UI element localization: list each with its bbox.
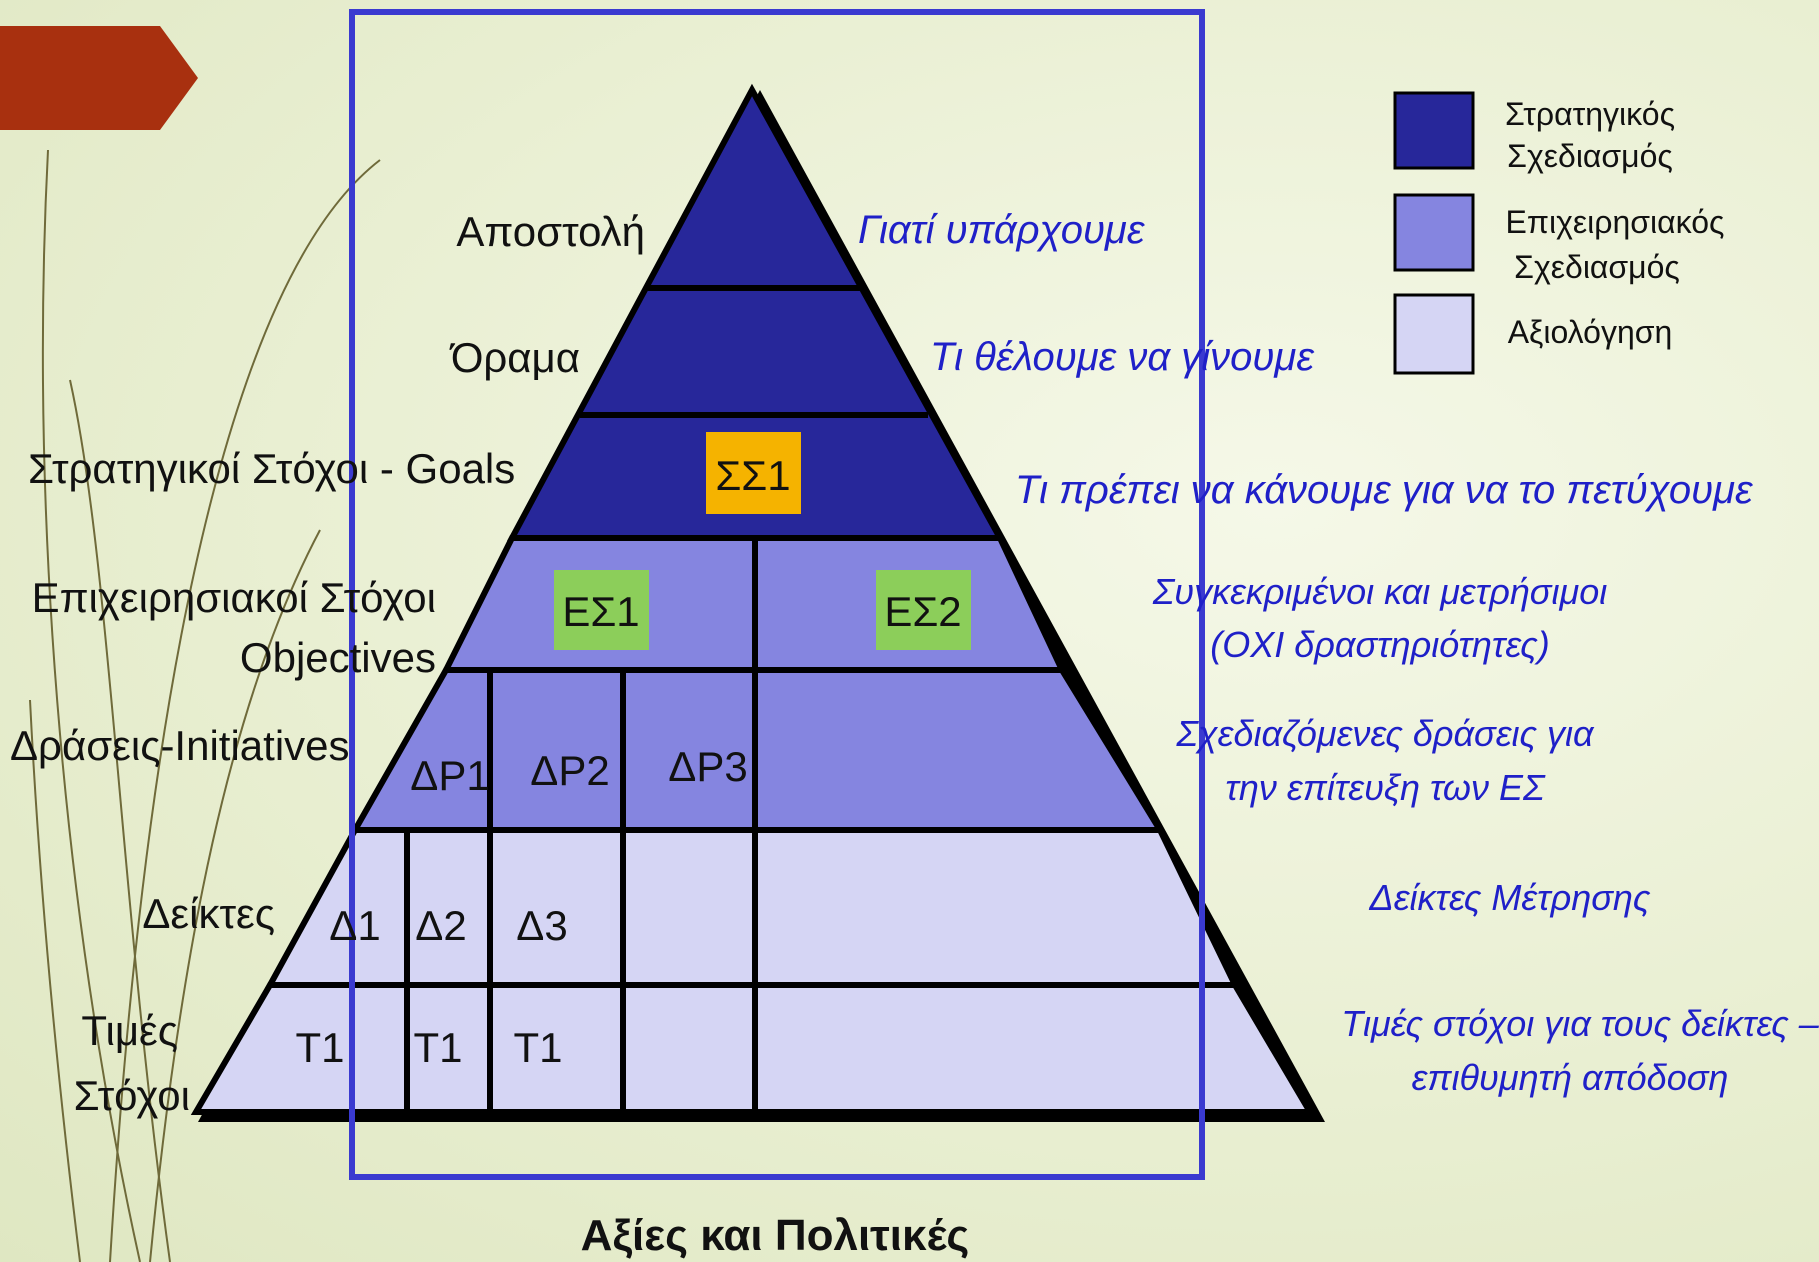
legend-strategic-line1: Στρατηγικός (1505, 96, 1675, 132)
background-curves (29, 149, 381, 1262)
right-desc-mission: Γιατί υπάρχουμε (858, 208, 1146, 252)
right-desc-indicators: Δείκτες Μέτρησης (1369, 877, 1651, 918)
initiative-3-label: ΔΡ3 (668, 743, 747, 790)
initiative-1-label: ΔΡ1 (410, 752, 489, 799)
left-label-targets-line1: Τιμές (81, 1007, 178, 1054)
left-label-initiatives: Δράσεις-Initiatives (10, 722, 350, 769)
bottom-label-values-policies: Αξίες και Πολιτικές (581, 1211, 970, 1260)
right-desc-objectives-line2: (ΟΧΙ δραστηριότητες) (1210, 624, 1549, 665)
indicator-3-label: Δ3 (516, 902, 567, 949)
left-label-objectives-line1: Επιχειρησιακοί Στόχοι (32, 574, 436, 621)
right-desc-strategic-goals: Τι πρέπει να κάνουμε για να το πετύχουμε (1015, 468, 1754, 512)
legend-evaluation-line1: Αξιολόγηση (1508, 314, 1673, 350)
curve-2 (69, 379, 171, 1262)
right-desc-initiatives-line2: την επίτευξη των ΕΣ (1225, 767, 1546, 808)
goal-badge-label: ΣΣ1 (715, 452, 790, 499)
left-label-objectives-line2: Objectives (240, 634, 436, 681)
curve-3 (109, 159, 381, 1262)
target-3-label: Τ1 (513, 1024, 562, 1071)
curve-4 (149, 529, 321, 1262)
target-2-label: Τ1 (413, 1024, 462, 1071)
right-desc-vision: Τι θέλουμε να γίνουμε (930, 335, 1315, 379)
right-desc-targets-line1: Τιμές στόχοι για τους δείκτες – (1341, 1003, 1819, 1044)
goal-badge (706, 432, 801, 514)
right-desc-targets-line2: επιθυμητή απόδοση (1412, 1057, 1729, 1098)
legend-operational-line1: Επιχειρησιακός (1506, 204, 1725, 240)
objective-badge-2 (876, 570, 971, 650)
initiative-2-label: ΔΡ2 (530, 747, 609, 794)
left-label-strategic-goals: Στρατηγικοί Στόχοι - Goals (28, 445, 515, 492)
values-policies-frame (349, 9, 1205, 1180)
left-label-targets-line2: Στόχοι (74, 1072, 190, 1119)
left-label-indicators: Δείκτες (142, 890, 275, 937)
indicator-1-label: Δ1 (329, 902, 380, 949)
legend-swatch-strategic (1393, 91, 1475, 170)
right-desc-initiatives-line1: Σχεδιαζόμενες δράσεις για (1175, 713, 1595, 754)
right-desc-objectives-line1: Συγκεκριμένοι και μετρήσιμοι (1152, 571, 1608, 612)
objective-badge-2-label: ΕΣ2 (884, 588, 961, 635)
objective-badge-1 (554, 570, 649, 650)
legend-swatch-operational (1393, 193, 1475, 272)
target-1-label: Τ1 (295, 1024, 344, 1071)
legend-operational-line2: Σχεδιασμός (1514, 249, 1680, 285)
curve-5 (29, 699, 81, 1262)
slide-tab-shape (0, 26, 198, 130)
left-label-mission: Αποστολή (456, 208, 645, 255)
left-label-vision: Όραμα (449, 334, 580, 381)
legend-strategic-line2: Σχεδιασμός (1507, 138, 1673, 174)
curve-1 (41, 149, 141, 1262)
objective-badge-1-label: ΕΣ1 (562, 588, 639, 635)
legend-swatch-evaluation (1393, 293, 1475, 375)
legend: Στρατηγικός Σχεδιασμός Επιχειρησιακός Σχ… (1393, 91, 1725, 375)
indicator-2-label: Δ2 (415, 902, 466, 949)
